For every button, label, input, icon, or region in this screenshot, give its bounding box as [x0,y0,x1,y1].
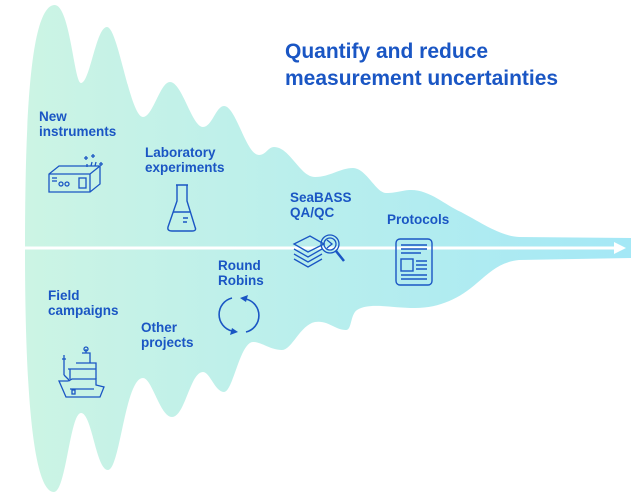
title-line-1: Quantify and reduce [285,40,489,63]
label-line: Field [48,288,80,303]
arrow-head-icon [614,242,626,254]
protocol-document-icon [395,238,433,286]
label-seabass-qaqc: SeaBASS QA/QC [290,190,352,220]
label-new-instruments: New instruments [39,109,116,139]
cycle-arrows-icon [218,295,260,335]
label-line: instruments [39,124,117,139]
label-line: projects [141,335,194,350]
label-other-projects: Other projects [141,320,194,350]
data-search-icon [292,234,345,268]
instrument-icon [48,154,103,193]
label-line: Other [141,320,178,335]
diagram-title: Quantify and reduce measurement uncertai… [285,38,558,92]
label-line: QA/QC [290,205,335,220]
label-line: campaigns [48,303,119,318]
label-round-robins: Round Robins [218,258,264,288]
research-ship-icon [58,346,105,398]
label-protocols: Protocols [387,212,449,227]
label-line: experiments [145,160,225,175]
label-field-campaigns: Field campaigns [48,288,119,318]
label-line: Protocols [387,212,450,227]
label-line: SeaBASS [290,190,352,205]
flask-icon [167,184,197,232]
label-line: Laboratory [145,145,216,160]
label-line: Robins [218,273,264,288]
label-line: Round [218,258,261,273]
title-line-2: measurement uncertainties [285,67,559,90]
label-laboratory-experiments: Laboratory experiments [145,145,225,175]
label-line: New [39,109,67,124]
